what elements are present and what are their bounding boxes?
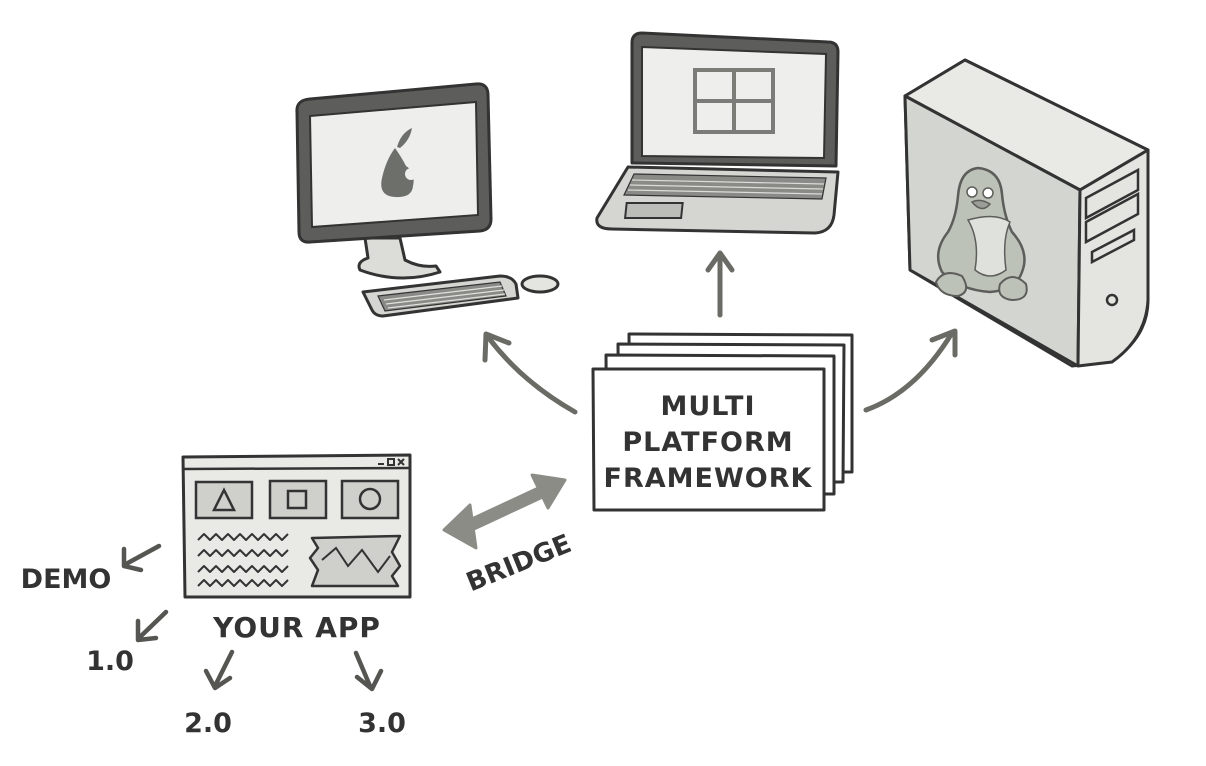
version-3-label: 3.0 — [358, 708, 406, 739]
arrows-to-platforms — [482, 250, 958, 415]
linux-tux-icon — [934, 166, 1028, 302]
laptop-computer-icon — [595, 31, 840, 235]
bridge-double-arrow — [442, 473, 567, 550]
arrow-to-mac — [482, 331, 578, 415]
arrow-to-linux — [863, 328, 958, 413]
version-1-label: 1.0 — [86, 646, 134, 677]
circle-icon — [358, 487, 382, 511]
version-demo-label: DEMO — [21, 564, 112, 595]
version-arrows — [121, 543, 384, 692]
framework-label-line2: PLATFORM — [622, 427, 793, 458]
arrow-to-v2 — [203, 649, 235, 691]
desktop-computer-icon — [295, 82, 560, 318]
apple-logo-icon — [381, 128, 417, 198]
arrow-to-demo — [121, 543, 162, 573]
version-2-label: 2.0 — [184, 708, 232, 739]
framework-label-line3: FRAMEWORK — [604, 463, 813, 494]
arrow-to-v3 — [353, 650, 384, 692]
your-app-label: YOUR APP — [212, 611, 381, 644]
triangle-icon — [211, 487, 237, 512]
your-app-window — [181, 453, 412, 599]
framework-box: MULTI PLATFORM FRAMEWORK — [591, 332, 854, 512]
bridge-label: BRIDGE — [462, 529, 575, 598]
framework-label-line1: MULTI — [661, 391, 756, 422]
tower-computer-icon — [903, 58, 1150, 368]
windows-logo-icon — [693, 68, 775, 134]
square-icon — [286, 489, 308, 510]
zigzag-text-lines — [197, 533, 289, 587]
arrow-to-windows — [705, 250, 735, 318]
arrow-to-v1 — [135, 609, 169, 643]
window-controls-icon — [378, 458, 405, 466]
image-placeholder-icon — [308, 534, 402, 588]
